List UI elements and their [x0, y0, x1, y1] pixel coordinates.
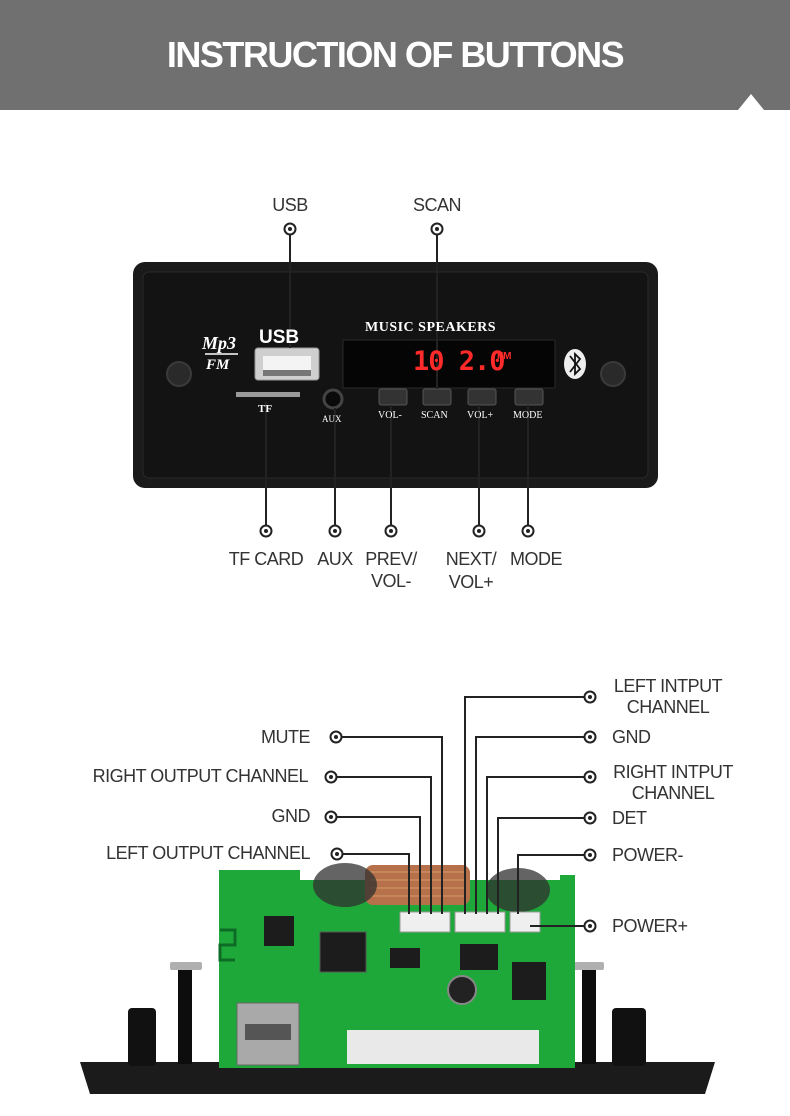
input-connector [454, 911, 506, 933]
btn-scan [422, 388, 452, 406]
btn-label-mode: MODE [513, 410, 543, 421]
callout-next-line1: NEXT/ [445, 549, 497, 569]
front-callout-lines [265, 229, 529, 531]
callout-gnd-left: GND [271, 806, 311, 826]
callout-prev-line1: PREV/ [365, 549, 417, 569]
btn-mode [514, 388, 544, 406]
banner-notch [738, 94, 764, 110]
back-callout-lines-left [331, 736, 443, 914]
display-window [342, 339, 556, 389]
led-display-suffix: FM [497, 351, 512, 362]
power-connector [509, 911, 541, 933]
back-callout-lines-right [464, 696, 590, 927]
led-display-text: 10 2.0 [413, 346, 506, 377]
callout-aux: AUX [317, 549, 353, 569]
btn-label-vol-minus: VOL- [378, 410, 402, 421]
tf-print: TF [258, 403, 273, 415]
callout-power-plus: POWER+ [612, 916, 688, 936]
front-callout-dots [259, 222, 535, 538]
callout-mute: MUTE [261, 727, 311, 747]
callout-scan: SCAN [412, 195, 462, 215]
callout-left-input-line1: LEFT INTPUT [613, 676, 723, 696]
music-speakers-print: MUSIC SPEAKERS [365, 320, 497, 335]
callout-right-input-line1: RIGHT INTPUT [613, 762, 733, 782]
tf-slot [236, 392, 300, 397]
pcb-board-photo [80, 863, 715, 1094]
output-connector [399, 911, 451, 933]
callout-gnd-right: GND [612, 727, 651, 747]
header-banner: INSTRUCTION OF BUTTONS [0, 0, 790, 110]
callout-left-input-line2: CHANNEL [626, 697, 710, 717]
callout-mode: MODE [510, 549, 563, 569]
usb-print: USB [259, 327, 300, 348]
btn-label-vol-plus: VOL+ [467, 410, 494, 421]
callout-right-input-line2: CHANNEL [631, 783, 715, 803]
brand-fm: FM [206, 357, 230, 373]
callout-tf-card: TF CARD [228, 549, 304, 569]
mount-hole-right [600, 361, 626, 387]
aux-print: AUX [322, 414, 342, 424]
aux-jack [322, 388, 344, 410]
mount-hole-left [166, 361, 192, 387]
front-panel-photo [133, 262, 658, 488]
callout-right-output-channel: RIGHT OUTPUT CHANNEL [92, 766, 309, 786]
callout-power-minus: POWER- [612, 845, 684, 865]
callout-left-output-channel: LEFT OUTPUT CHANNEL [106, 843, 310, 863]
btn-label-scan: SCAN [421, 410, 448, 421]
callout-next-line2: VOL+ [448, 572, 494, 592]
callout-det: DET [612, 808, 647, 828]
back-callout-dots [324, 690, 597, 933]
btn-vol-plus [467, 388, 497, 406]
callout-usb: USB [272, 195, 308, 215]
page-title: INSTRUCTION OF BUTTONS [166, 34, 625, 75]
brand-mp3: Mp3 [202, 333, 237, 353]
callout-prev-line2: VOL- [370, 571, 412, 591]
btn-vol-minus [378, 388, 408, 406]
